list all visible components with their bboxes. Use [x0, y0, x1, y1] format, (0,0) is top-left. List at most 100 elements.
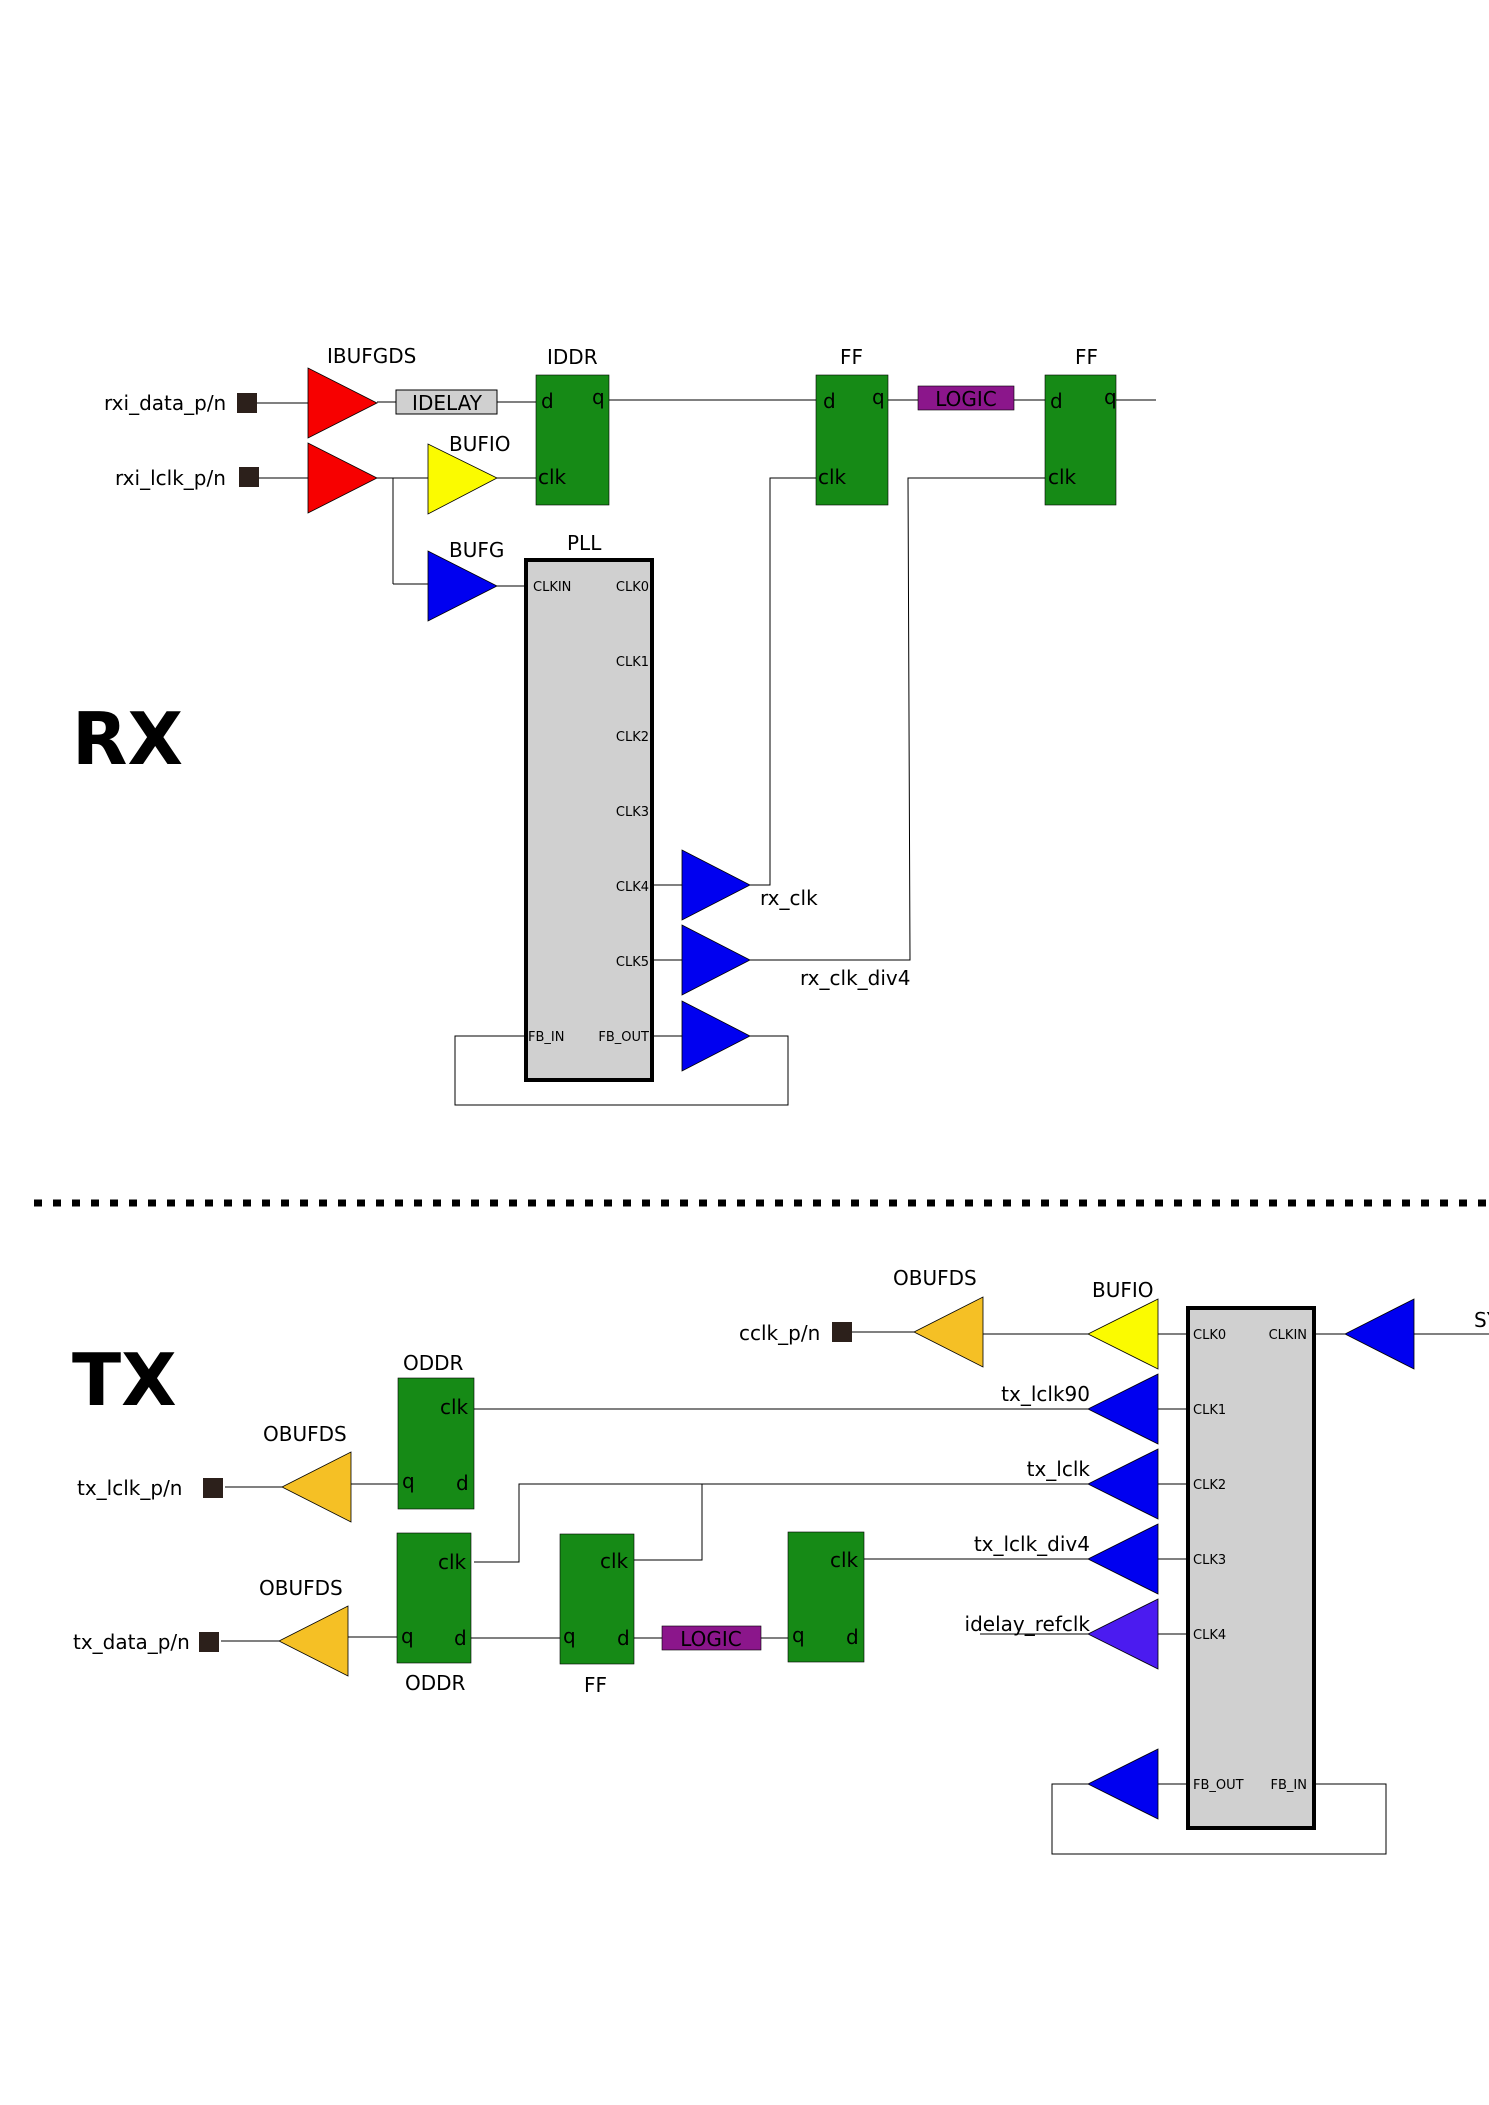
tx-data-pad — [199, 1632, 219, 1652]
rx-pll-pin-clk1: CLK1 — [616, 655, 649, 670]
rx-ff2-pin-d: d — [1050, 389, 1063, 413]
tx-ff-block — [559, 1533, 635, 1665]
tx-ff-pin-clk: clk — [600, 1549, 629, 1573]
tx-obufds-lclk-buffer — [281, 1451, 352, 1523]
rx-ff2-pin-clk: clk — [1048, 465, 1077, 489]
tx-obufds-lclk-label: OBUFDS — [263, 1422, 347, 1446]
tx-ff2-pin-d: d — [846, 1625, 859, 1649]
rx-clk-div4-net-label: rx_clk_div4 — [800, 966, 910, 990]
tx-pll-pin-clk0: CLK0 — [1193, 1328, 1226, 1343]
tx-obufds-data-buffer — [278, 1605, 349, 1677]
rx-iddr-pin-d: d — [541, 389, 554, 413]
rx-pll-pin-fb-in: FB_IN — [528, 1030, 564, 1045]
tx-cclk-port-label: cclk_p/n — [739, 1321, 820, 1345]
rx-pll-pin-clk5: CLK5 — [616, 955, 649, 970]
tx-pll-pin-fb-in: FB_IN — [1271, 1778, 1307, 1793]
rx-ff1-label: FF — [840, 345, 863, 369]
tx-pll-pin-clkin: CLKIN — [1269, 1328, 1307, 1343]
tx-oddr-top-pin-d: d — [456, 1471, 469, 1495]
rx-ff1-pin-clk: clk — [818, 465, 847, 489]
tx-bufio-buffer — [1087, 1298, 1159, 1370]
tx-pll-pin-clk2: CLK2 — [1193, 1478, 1226, 1493]
tx-obufds-data-label: OBUFDS — [259, 1576, 343, 1600]
tx-logic-label: LOGIC — [680, 1627, 742, 1651]
tx-ff2-block — [787, 1531, 865, 1663]
tx-lclk-net-label: tx_lclk — [1027, 1457, 1091, 1481]
tx-oddr-top-pin-q: q — [402, 1469, 415, 1493]
rx-pll-pin-clkin: CLKIN — [533, 580, 571, 595]
tx-wires — [221, 1331, 1489, 1855]
rx-bufio-buffer — [427, 443, 498, 515]
tx-logic-block — [661, 1625, 762, 1651]
rx-bufg-buffer — [427, 550, 498, 622]
tx-obufds-cclk-label: OBUFDS — [893, 1266, 977, 1290]
tx-oddr-bottom-block — [396, 1532, 472, 1664]
tx-sysclk-net-label: SY — [1474, 1308, 1489, 1332]
tx-ff-pin-d: d — [617, 1626, 630, 1650]
tx-lclk-pad — [203, 1478, 223, 1498]
rx-ibufgds-label: IBUFGDS — [327, 344, 416, 368]
rx-iddr-pin-q: q — [592, 385, 605, 409]
rx-ff2-block — [1044, 374, 1117, 506]
tx-oddr-top-pin-clk: clk — [440, 1395, 469, 1419]
rx-lclk-pad — [239, 467, 259, 487]
tx-oddr-bottom-pin-clk: clk — [438, 1550, 467, 1574]
rx-ff1-pin-d: d — [823, 389, 836, 413]
tx-oddr-top-block — [397, 1377, 475, 1510]
rx-pll-pin-clk3: CLK3 — [616, 805, 649, 820]
tx-section-title: TX — [72, 1338, 177, 1422]
rx-ff1-block — [815, 374, 889, 506]
rx-idelay-label: IDELAY — [412, 391, 483, 415]
tx-obufds-cclk-buffer — [913, 1296, 984, 1368]
tx-pll-pin-clk4: CLK4 — [1193, 1628, 1226, 1643]
tx-lclk90-bufg — [1087, 1373, 1159, 1445]
tx-bufio-label: BUFIO — [1092, 1278, 1154, 1302]
rx-bufio-label: BUFIO — [449, 432, 511, 456]
tx-pll-block — [1186, 1306, 1316, 1830]
rx-iddr-block — [535, 374, 610, 506]
tx-lclk90-net-label: tx_lclk90 — [1001, 1382, 1090, 1406]
tx-ff-pin-q: q — [563, 1624, 576, 1648]
rx-logic-label: LOGIC — [935, 387, 997, 411]
tx-idelay-refclk-bufg — [1087, 1598, 1159, 1670]
tx-pll-pin-clk3: CLK3 — [1193, 1553, 1226, 1568]
rx-lclk-port-label: rxi_lclk_p/n — [115, 466, 226, 490]
tx-data-port-label: tx_data_p/n — [73, 1630, 190, 1654]
tx-lclk-port-label: tx_lclk_p/n — [77, 1476, 182, 1500]
tx-cclk-pad — [832, 1322, 852, 1342]
tx-lclk-bufg — [1087, 1448, 1159, 1520]
tx-oddr-bottom-label: ODDR — [405, 1671, 466, 1695]
rx-ff2-label: FF — [1075, 345, 1098, 369]
rx-ff2-pin-q: q — [1104, 385, 1117, 409]
rx-data-pad — [237, 393, 257, 413]
tx-feedback-bufg — [1087, 1748, 1159, 1820]
tx-idelay-refclk-net-label: idelay_refclk — [965, 1612, 1091, 1636]
rx-ibufgds-data-buffer — [307, 367, 378, 439]
rx-pll-block — [524, 558, 654, 1082]
tx-ff2-pin-clk: clk — [830, 1548, 859, 1572]
rx-iddr-pin-clk: clk — [538, 465, 567, 489]
rx-pll-pin-fb-out: FB_OUT — [598, 1030, 649, 1045]
rx-pll-label: PLL — [567, 531, 602, 555]
tx-sysclk-input-buffer — [1344, 1298, 1415, 1370]
rx-section-title: RX — [72, 697, 183, 781]
tx-oddr-bottom-pin-d: d — [454, 1626, 467, 1650]
rx-pll-pin-clk2: CLK2 — [616, 730, 649, 745]
rx-pll-pin-clk4: CLK4 — [616, 880, 649, 895]
rx-bufg-label: BUFG — [449, 538, 504, 562]
rx-ibufgds-clk-buffer — [307, 442, 378, 514]
rx-ff1-pin-q: q — [872, 385, 885, 409]
tx-pll-pin-fb-out: FB_OUT — [1193, 1778, 1244, 1793]
tx-pll-pin-clk1: CLK1 — [1193, 1403, 1226, 1418]
rx-clk-div4-bufg — [681, 924, 751, 996]
rx-clk-net-label: rx_clk — [760, 886, 818, 910]
rx-iddr-label: IDDR — [547, 345, 598, 369]
tx-lclk-div4-net-label: tx_lclk_div4 — [974, 1532, 1090, 1556]
tx-oddr-bottom-pin-q: q — [401, 1624, 414, 1648]
rx-clk-bufg — [681, 849, 751, 921]
tx-ff2-pin-q: q — [792, 1623, 805, 1647]
tx-oddr-top-label: ODDR — [403, 1351, 464, 1375]
rx-idelay-block — [395, 389, 498, 415]
tx-ff-label: FF — [584, 1673, 607, 1697]
